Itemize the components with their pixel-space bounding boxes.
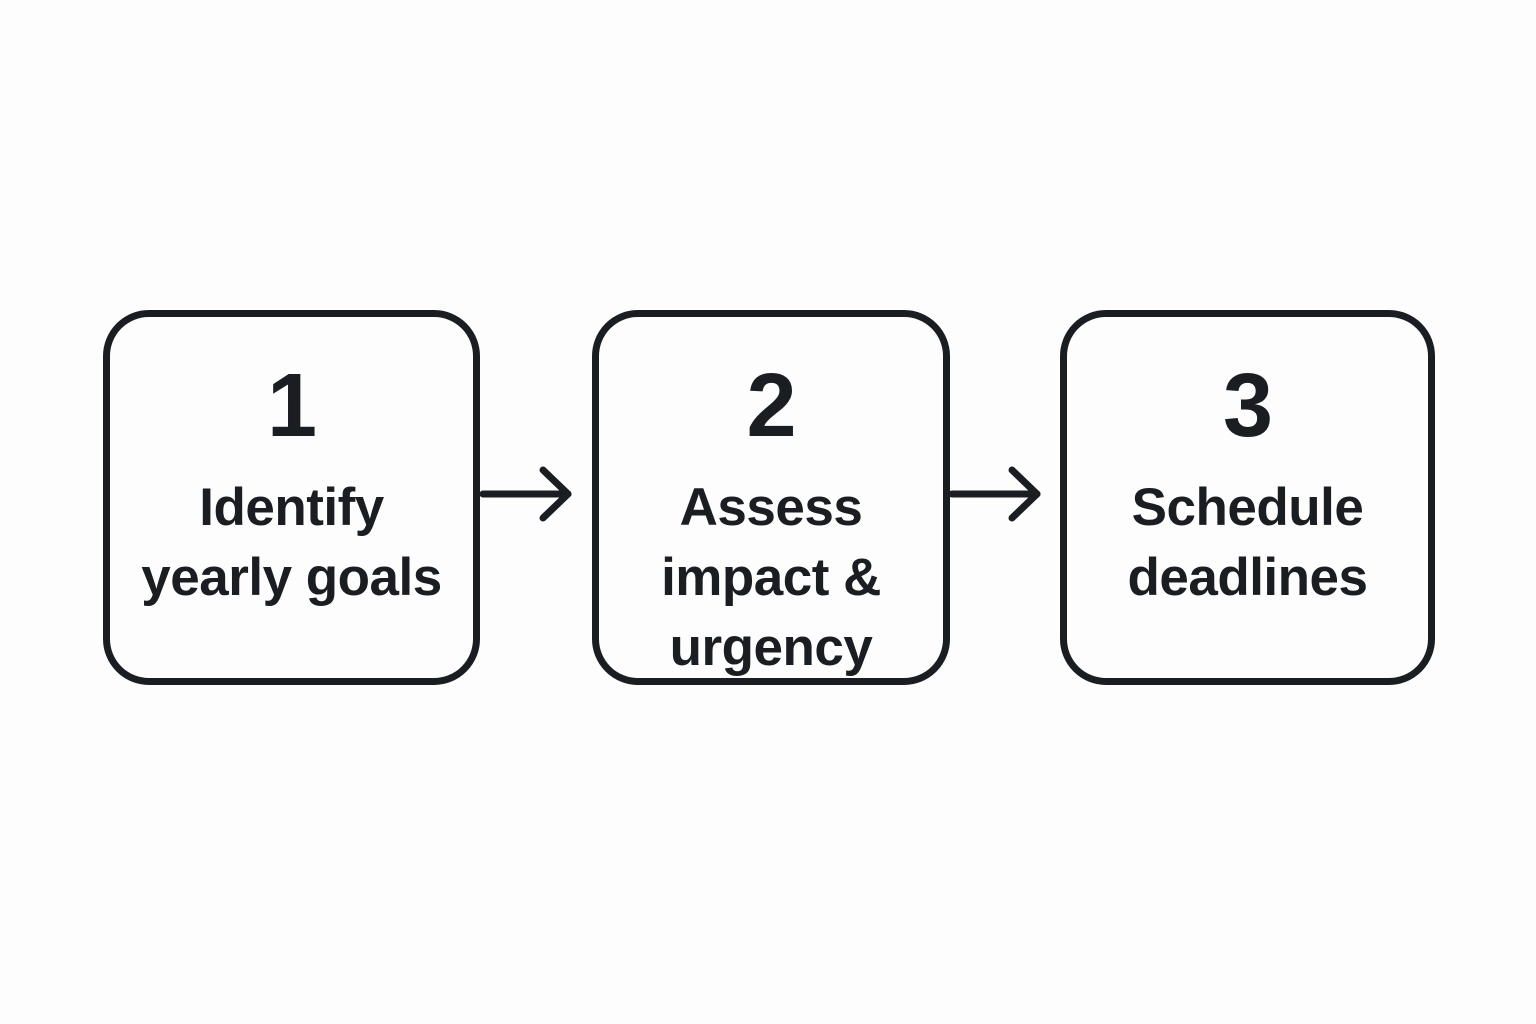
step-box-1[interactable]: 1 Identify yearly goals <box>103 310 480 685</box>
arrow-right-icon-1 <box>480 455 580 535</box>
step-number-1: 1 <box>266 356 317 456</box>
step-box-3[interactable]: 3 Schedule deadlines <box>1060 310 1435 685</box>
step-label-1: Identify yearly goals <box>141 478 442 607</box>
step-number-3: 3 <box>1222 356 1273 456</box>
arrow-right-icon-2 <box>949 455 1049 535</box>
step-label-3: Schedule deadlines <box>1127 478 1368 607</box>
step-label-2: Assess impact & urgency <box>661 478 881 677</box>
step-number-2: 2 <box>746 356 796 456</box>
step-box-2[interactable]: 2 Assess impact & urgency <box>592 310 950 685</box>
